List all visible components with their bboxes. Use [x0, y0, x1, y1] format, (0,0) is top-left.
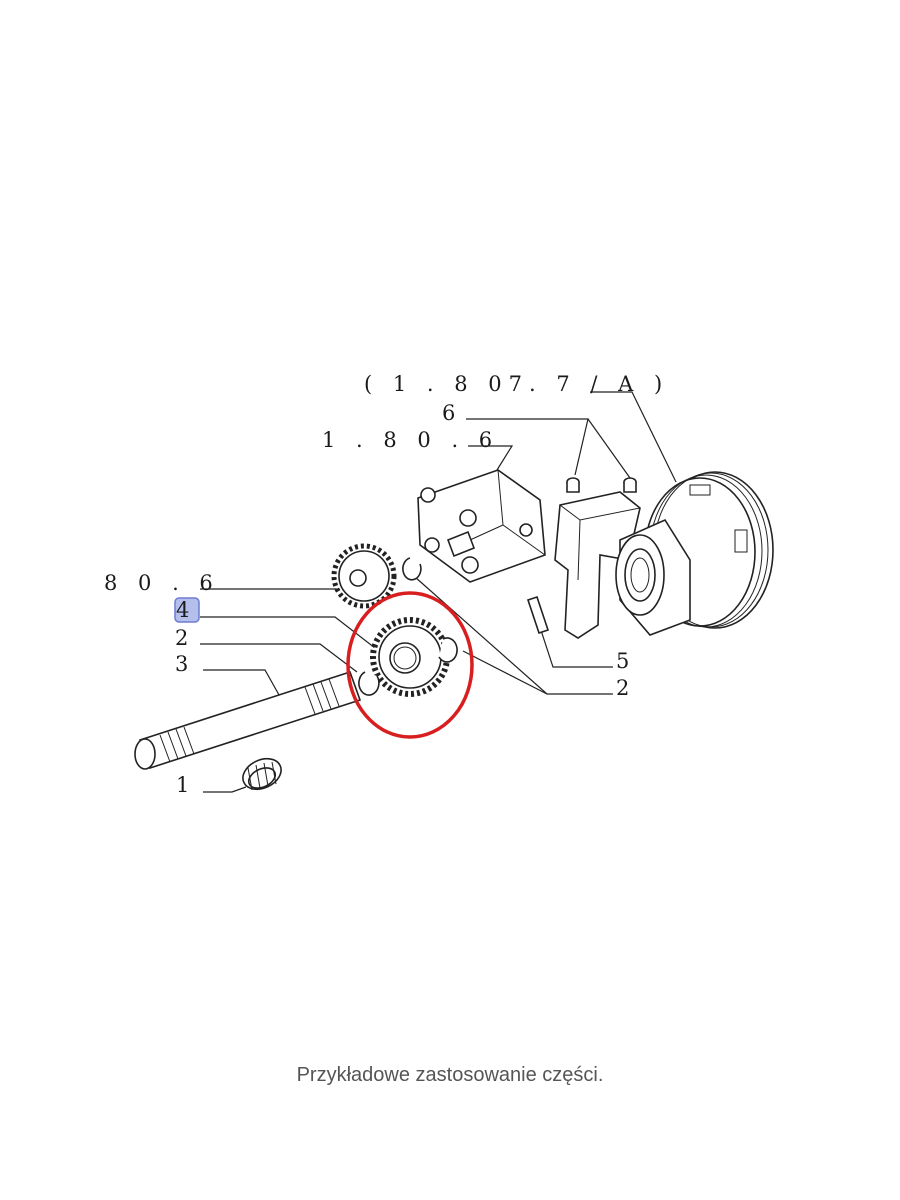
- leader-one: [203, 786, 247, 793]
- callout-five: 5: [616, 649, 636, 673]
- support-bracket: [554, 477, 641, 639]
- callout-ref-left: 8 0 . 6: [104, 571, 220, 595]
- callout-six-top: 6: [442, 401, 462, 425]
- leader-two-right-b: [462, 650, 548, 695]
- leader-ref-mid: [468, 445, 514, 471]
- callout-ref-top: ( 1 . 8 07. 7 / A ): [364, 372, 669, 396]
- input-shaft: [134, 670, 362, 770]
- clutch-housing: [615, 471, 774, 636]
- needle-bearing: [242, 757, 282, 791]
- pump-block: [417, 469, 546, 583]
- pin: [526, 595, 550, 635]
- leader-lines: [200, 391, 677, 793]
- highlight-circle-marker: [346, 591, 474, 739]
- callout-two-right: 2: [616, 676, 636, 700]
- leader-six-b: [587, 418, 631, 479]
- leader-ref-left: [200, 588, 359, 601]
- leader-four: [200, 616, 376, 649]
- snap-rings: [358, 557, 458, 696]
- callout-three: 3: [175, 652, 195, 676]
- caption: Przykładowe zastosowanie części.: [296, 1064, 604, 1086]
- leader-ref-top: [590, 391, 677, 483]
- rear-gear: [331, 543, 397, 609]
- callout-four[interactable]: 4: [176, 598, 196, 622]
- callout-labels: ( 1 . 8 07. 7 / A ) 6 1 . 8 0 . 6 8 0 . …: [104, 372, 669, 797]
- drive-gear[interactable]: [370, 617, 450, 697]
- callout-ref-mid: 1 . 8 0 . 6: [322, 428, 499, 452]
- callout-one: 1: [176, 773, 196, 797]
- highlight-box[interactable]: [174, 597, 200, 623]
- leader-two-left: [200, 643, 358, 673]
- callout-two-left: 2: [175, 626, 195, 650]
